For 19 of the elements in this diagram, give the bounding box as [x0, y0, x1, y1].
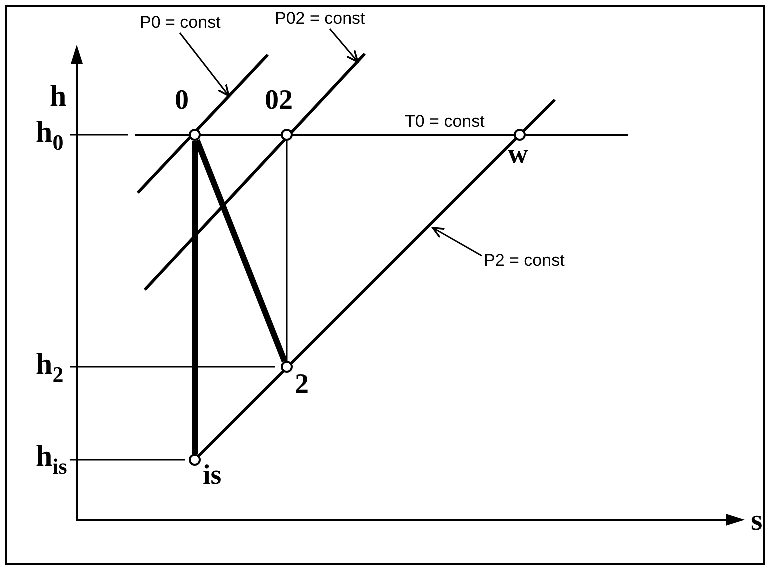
enthalpy-level-label: h$_{0}$: [36, 118, 64, 154]
process-line: [192, 141, 198, 454]
line-callout-label: P2 = const: [484, 252, 565, 269]
line-callout-label: P0 = const: [140, 14, 221, 31]
point-label: 02: [265, 87, 293, 115]
point-label: is: [203, 462, 222, 490]
leader-line: [329, 28, 359, 63]
point-label: 0: [175, 87, 189, 115]
point-label: 2: [295, 371, 309, 399]
process-line: [286, 141, 288, 361]
line-callout-label: P02 = const: [275, 10, 366, 27]
leader-line: [179, 32, 230, 97]
enthalpy-level-label: h$_{2}$: [36, 350, 64, 386]
point-label: w: [508, 141, 528, 169]
axis-label: s: [751, 506, 763, 536]
isotherm-label: T0 = const: [405, 113, 485, 130]
leader-line: [432, 227, 482, 257]
enthalpy-level-label: h$_{is}$: [36, 442, 68, 478]
axis-label: h: [50, 82, 67, 112]
